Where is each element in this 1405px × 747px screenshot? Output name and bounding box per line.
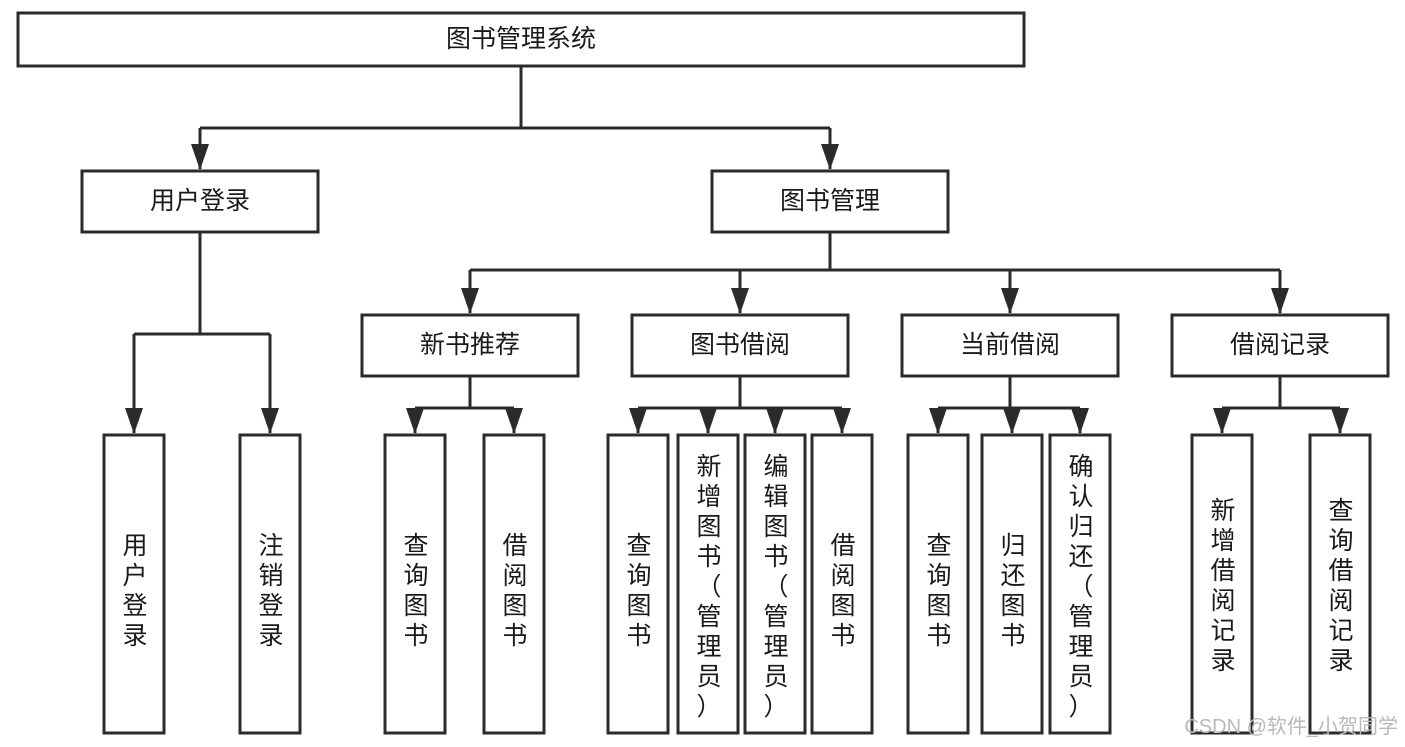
- node-leaf-user-login-label: 用户登录: [122, 532, 147, 650]
- node-new-book-recommend-box[interactable]: [360, 313, 580, 378]
- node-leaf-add-record[interactable]: 新增借阅记录: [1190, 433, 1254, 735]
- node-leaf-return-book[interactable]: 归还图书: [980, 433, 1044, 735]
- node-leaf-add-book-box[interactable]: [676, 433, 740, 735]
- node-leaf-query-book-brw[interactable]: 查询图书: [606, 433, 670, 735]
- node-book-borrow-box[interactable]: [630, 313, 850, 378]
- node-layer: 图书管理系统用户登录图书管理新书推荐图书借阅当前借阅借阅记录用户登录注销登录查询…: [16, 11, 1390, 735]
- node-leaf-query-record[interactable]: 查询借阅记录: [1308, 433, 1372, 735]
- node-book-manage[interactable]: 图书管理: [710, 169, 950, 234]
- node-root-system[interactable]: 图书管理系统: [16, 11, 1026, 68]
- node-current-borrow-box[interactable]: [900, 313, 1120, 378]
- node-leaf-user-login[interactable]: 用户登录: [102, 433, 166, 735]
- node-book-borrow[interactable]: 图书借阅: [630, 313, 850, 378]
- node-leaf-add-record-label: 新增借阅记录: [1210, 497, 1235, 675]
- node-root-system-label: 图书管理系统: [446, 25, 596, 53]
- csdn-watermark: CSDN @软件_小贺同学: [1184, 715, 1398, 738]
- node-leaf-query-book-rec-label: 查询图书: [403, 532, 428, 650]
- node-root-system-box[interactable]: [16, 11, 1026, 68]
- node-leaf-borrow-book-rec[interactable]: 借阅图书: [482, 433, 546, 735]
- node-leaf-user-login-box[interactable]: [102, 433, 166, 735]
- node-leaf-query-book-cur-box[interactable]: [906, 433, 970, 735]
- node-user-login-label: 用户登录: [150, 187, 250, 215]
- node-leaf-logout-label: 注销登录: [258, 532, 283, 650]
- node-leaf-add-book-label: 新增图书（管理员）: [696, 453, 721, 721]
- node-leaf-logout[interactable]: 注销登录: [238, 433, 302, 735]
- node-leaf-query-book-rec-box[interactable]: [383, 433, 447, 735]
- node-current-borrow[interactable]: 当前借阅: [900, 313, 1120, 378]
- node-leaf-query-book-brw-label: 查询图书: [626, 532, 651, 650]
- node-book-manage-box[interactable]: [710, 169, 950, 234]
- node-leaf-confirm-return-box[interactable]: [1048, 433, 1112, 735]
- node-current-borrow-label: 当前借阅: [960, 331, 1060, 359]
- node-leaf-edit-book-label: 编辑图书（管理员）: [763, 453, 788, 721]
- node-borrow-record-label: 借阅记录: [1230, 331, 1330, 359]
- node-leaf-add-record-box[interactable]: [1190, 433, 1254, 735]
- node-leaf-return-book-box[interactable]: [980, 433, 1044, 735]
- node-book-borrow-label: 图书借阅: [690, 331, 790, 359]
- node-borrow-record-box[interactable]: [1170, 313, 1390, 378]
- node-leaf-borrow-book-brw-label: 借阅图书: [830, 532, 855, 650]
- node-borrow-record[interactable]: 借阅记录: [1170, 313, 1390, 378]
- node-user-login[interactable]: 用户登录: [80, 169, 320, 234]
- node-new-book-recommend-label: 新书推荐: [420, 331, 520, 359]
- node-leaf-query-record-label: 查询借阅记录: [1328, 497, 1353, 675]
- node-leaf-query-book-rec[interactable]: 查询图书: [383, 433, 447, 735]
- node-leaf-borrow-book-brw[interactable]: 借阅图书: [810, 433, 874, 735]
- node-leaf-return-book-label: 归还图书: [1000, 532, 1025, 650]
- node-leaf-edit-book-box[interactable]: [743, 433, 807, 735]
- node-leaf-borrow-book-rec-label: 借阅图书: [502, 532, 527, 650]
- node-leaf-logout-box[interactable]: [238, 433, 302, 735]
- node-new-book-recommend[interactable]: 新书推荐: [360, 313, 580, 378]
- node-leaf-borrow-book-brw-box[interactable]: [810, 433, 874, 735]
- node-leaf-query-book-cur[interactable]: 查询图书: [906, 433, 970, 735]
- node-leaf-confirm-return[interactable]: 确认归还（管理员）: [1048, 433, 1112, 735]
- connector-layer: [125, 66, 1349, 434]
- node-user-login-box[interactable]: [80, 169, 320, 234]
- node-leaf-confirm-return-label: 确认归还（管理员）: [1068, 453, 1093, 721]
- node-leaf-edit-book[interactable]: 编辑图书（管理员）: [743, 433, 807, 735]
- node-book-manage-label: 图书管理: [780, 187, 880, 215]
- node-leaf-add-book[interactable]: 新增图书（管理员）: [676, 433, 740, 735]
- node-leaf-query-book-cur-label: 查询图书: [926, 532, 951, 650]
- node-leaf-query-record-box[interactable]: [1308, 433, 1372, 735]
- node-leaf-borrow-book-rec-box[interactable]: [482, 433, 546, 735]
- node-leaf-query-book-brw-box[interactable]: [606, 433, 670, 735]
